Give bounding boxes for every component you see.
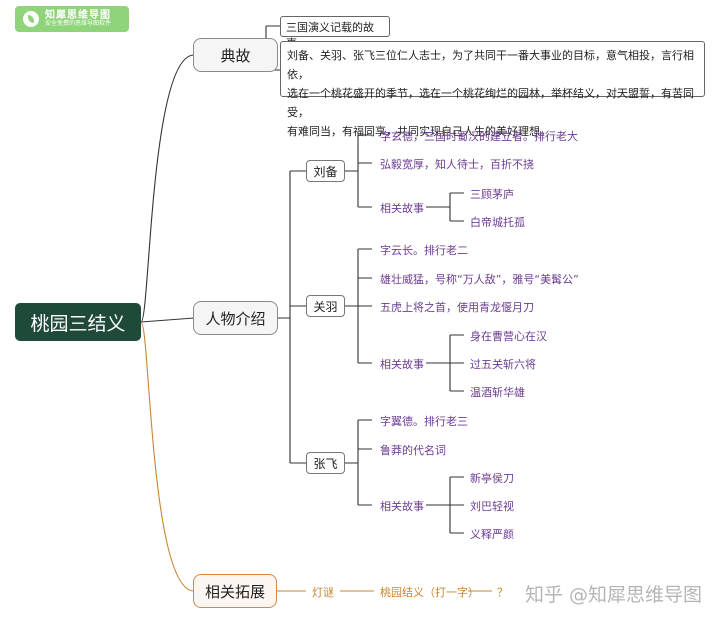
link-guanyu-stories [426,334,464,392]
diangu-line-2: 选在一个桃花盛开的季节，选在一个桃花绚烂的园林，举杯结义，对天盟誓，有苦同受， [287,87,694,119]
zhangfei-fact-1[interactable]: 字翼德。排行老三 [380,415,468,428]
diangu-line-3: 有难同当，有福同享，共同实现自己人生的美好理想。 [287,125,551,138]
diangu-title[interactable]: 三国演义记载的故事 [280,16,390,50]
link-zhangfei-stories [426,476,464,534]
zhangfei-fact-2[interactable]: 鲁莽的代名词 [380,444,446,457]
liubei-story-2[interactable]: 白帝城托孤 [470,216,525,229]
guanyu-story-1[interactable]: 身在曹营心在汉 [470,330,547,343]
link-renwu-people [278,170,306,464]
liubei-fact-2[interactable]: 弘毅宽厚，知人待士，百折不挠 [380,158,534,171]
liubei-fact-1[interactable]: 字玄德，三国时蜀汉的建立者。排行老大 [380,130,578,143]
zhangfei-stories-label[interactable]: 相关故事 [380,500,424,513]
link-zhangfei [345,419,372,506]
guanyu-fact-2[interactable]: 雄壮威猛，号称“万人敌”，雅号“美髯公” [380,273,579,286]
zhangfei-story-2[interactable]: 刘巴轻视 [470,500,514,513]
liubei-stories-label[interactable]: 相关故事 [380,202,424,215]
guanyu-story-2[interactable]: 过五关斩六将 [470,358,536,371]
node-guanyu[interactable]: 关羽 [306,295,345,317]
link-root-tuozhan [140,321,195,592]
logo-subtitle: 安全免费的思维导图软件 [45,20,112,28]
logo-title: 知犀思维导图 [45,9,111,21]
tuozhan-question[interactable]: 桃园结义（打一字） [380,586,479,599]
tuozhan-answer[interactable]: ？ [497,586,508,599]
link-guanyu [345,248,372,364]
guanyu-fact-3[interactable]: 五虎上将之首，使用青龙偃月刀 [380,301,534,314]
app-logo[interactable]: 知犀思维导图 安全免费的思维导图软件 [15,6,129,32]
liubei-story-1[interactable]: 三顾茅庐 [470,188,514,201]
link-root-renwu [140,317,195,323]
node-zhangfei[interactable]: 张飞 [306,452,345,474]
diangu-story[interactable]: 刘备、关羽、张飞三位仁人志士，为了共同干一番大事业的目标，意气相投，言行相依， … [280,41,705,138]
guanyu-stories-label[interactable]: 相关故事 [380,358,424,371]
rhino-logo-icon [23,11,39,27]
watermark: 知乎 @知犀思维导图 [524,584,702,606]
node-diangu[interactable]: 典故 [193,38,278,72]
link-root-diangu [140,54,195,323]
zhangfei-story-3[interactable]: 义释严颜 [470,528,514,541]
diangu-line-1: 刘备、关羽、张飞三位仁人志士，为了共同干一番大事业的目标，意气相投，言行相依， [287,49,694,81]
guanyu-fact-1[interactable]: 字云长。排行老二 [380,244,468,257]
node-tuozhan[interactable]: 相关拓展 [193,574,277,608]
root-node[interactable]: 桃园三结义 [15,303,141,341]
link-liubei [345,134,372,208]
zhangfei-story-1[interactable]: 新亭侯刀 [470,472,514,485]
node-renwu[interactable]: 人物介绍 [193,301,278,335]
guanyu-story-3[interactable]: 温酒斩华雄 [470,386,525,399]
tuozhan-riddle[interactable]: 灯谜 [312,586,334,599]
link-liubei-stories [426,192,464,222]
node-liubei[interactable]: 刘备 [306,160,345,182]
